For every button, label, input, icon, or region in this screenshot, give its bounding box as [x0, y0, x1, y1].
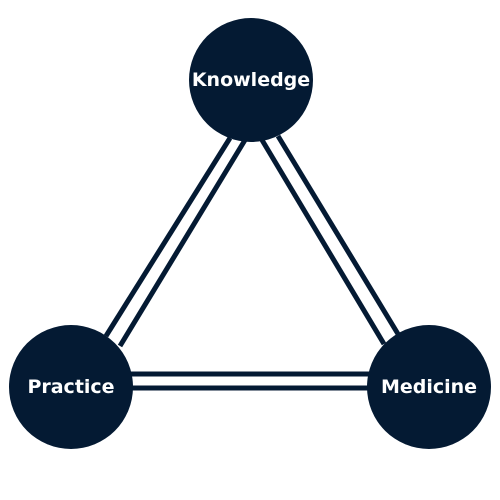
node-practice-label: Practice: [27, 376, 114, 398]
node-knowledge: Knowledge: [189, 18, 313, 142]
edge-knowledge-medicine: [259, 134, 401, 346]
node-medicine: Medicine: [367, 325, 491, 449]
edge-practice-medicine: [125, 371, 380, 391]
node-knowledge-label: Knowledge: [192, 69, 310, 91]
edge-knowledge-practice: [103, 136, 248, 348]
node-practice: Practice: [9, 325, 133, 449]
node-medicine-label: Medicine: [381, 376, 477, 398]
